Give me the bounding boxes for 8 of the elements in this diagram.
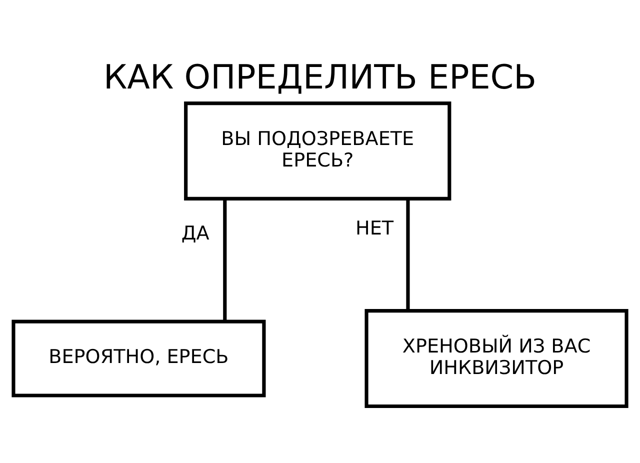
node-box: ВЕРОЯТНО, ЕРЕСЬ [12,320,266,398]
connector [223,199,227,322]
node-box: ВЫ ПОДОЗРЕВАЕТЕ ЕРЕСЬ? [184,102,452,200]
connector [406,199,410,311]
node-box: ХРЕНОВЫЙ ИЗ ВАС ИНКВИЗИТОР [364,309,628,408]
edge-label: НЕТ [355,217,394,240]
diagram-title: КАК ОПРЕДЕЛИТЬ ЕРЕСЬ [103,57,537,96]
edge-label: ДА [181,222,210,245]
